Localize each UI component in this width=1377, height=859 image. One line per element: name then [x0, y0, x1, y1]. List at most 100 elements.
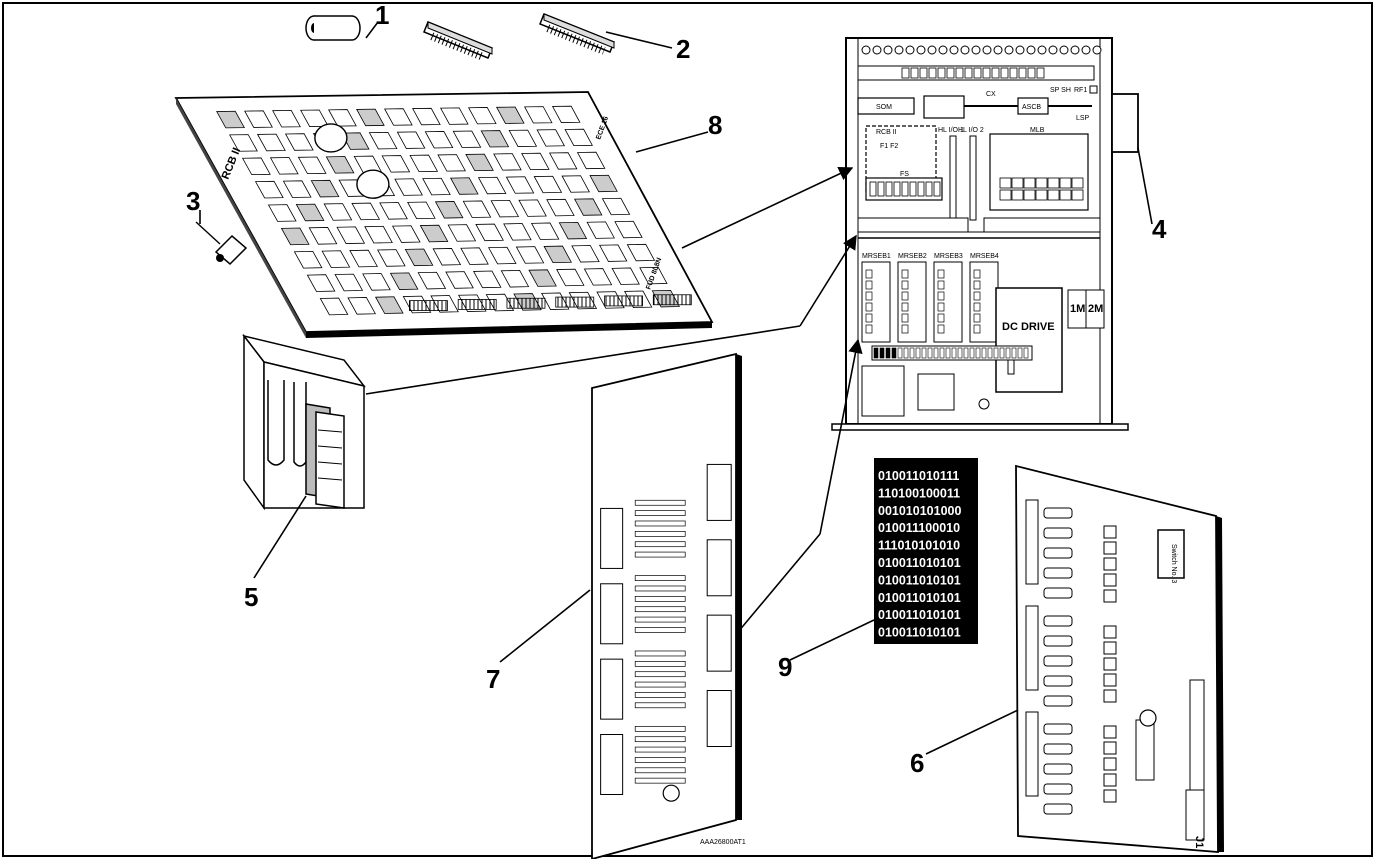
rcb-chip [412, 107, 441, 126]
ic-chip-1 [423, 21, 493, 61]
terminal-block [873, 347, 879, 359]
switch-lever [1043, 723, 1073, 735]
relay-component [634, 777, 686, 784]
mlb-cell [1071, 177, 1084, 189]
relay-terminal-block [706, 614, 732, 672]
callout-7: 7 [486, 664, 500, 694]
terminal-block [1000, 67, 1009, 79]
mlb-cell [1047, 189, 1060, 201]
rcb-chip [394, 178, 423, 196]
rcb-chip [571, 245, 600, 263]
terminal-block [1005, 347, 1011, 359]
rcb-chip [349, 249, 378, 268]
terminal-block [981, 347, 987, 359]
rcb-chip [310, 179, 340, 198]
switch-chip [1135, 719, 1155, 781]
relay-component [634, 530, 686, 537]
relay-component [634, 736, 686, 743]
relay [865, 324, 873, 334]
rcb-chip [334, 273, 364, 292]
relay-component [634, 746, 686, 753]
rcb-chip [368, 131, 398, 150]
fuse-cell [917, 181, 925, 197]
relay [865, 302, 873, 312]
callout-2: 2 [676, 34, 690, 64]
rcb-chip [523, 106, 553, 124]
lsp-label: LSP [1076, 115, 1090, 122]
terminal-block [973, 67, 982, 79]
box-hole [938, 45, 948, 55]
box-hole [861, 45, 871, 55]
rcb-chip [614, 220, 643, 239]
rcb-chip [439, 107, 469, 125]
rcb-chip [396, 131, 426, 149]
relay [901, 291, 909, 301]
relay-component [634, 499, 686, 506]
mrseb4-label: MRSEB4 [970, 253, 999, 260]
rcb-chip [422, 177, 451, 196]
switch-header [1025, 605, 1039, 691]
switch-header [1025, 711, 1039, 797]
fuse-cell [869, 181, 877, 197]
rcb-chip [407, 201, 436, 220]
rcb-chip [328, 109, 357, 127]
relay-component [634, 767, 686, 774]
rcb-chip [573, 198, 603, 216]
rcb-chip [362, 273, 391, 291]
terminal-block [1011, 347, 1017, 359]
rcb-chip [351, 202, 381, 221]
rcb-chip [589, 174, 618, 193]
box-hole [883, 45, 893, 55]
terminal-block [955, 67, 964, 79]
rcb-chip [272, 110, 301, 128]
relay [973, 302, 981, 312]
rcb-edge-connector [409, 300, 448, 311]
relay-component [634, 692, 686, 698]
fuse-cell [925, 181, 933, 197]
switch-lever [1043, 587, 1073, 599]
terminal-block [991, 67, 1000, 79]
rcb-chip [306, 274, 336, 292]
rcb-chip [254, 180, 284, 199]
relay [865, 291, 873, 301]
relay-component [634, 627, 686, 633]
relay-terminal-block [706, 463, 732, 521]
binary-row: 010011010101 [878, 573, 961, 587]
terminal-block [951, 347, 957, 359]
relay [973, 269, 981, 279]
rcb-chip [356, 108, 385, 127]
mlb-cell [1047, 177, 1060, 189]
switch-lever [1043, 743, 1073, 755]
switch-ic [1103, 673, 1117, 687]
fuse-cell [893, 181, 901, 197]
rcb-chip [417, 271, 447, 290]
relay [901, 269, 909, 279]
switch-header [1025, 499, 1039, 585]
rcb-chip [450, 177, 479, 195]
switch-ic [1103, 541, 1117, 555]
ascb-label: ASCB [1022, 104, 1041, 111]
ic-chip-2 [539, 13, 615, 55]
rcb-chip [404, 248, 434, 267]
som-label: SOM [876, 104, 892, 111]
binary-row: 110100100011 [878, 486, 960, 500]
mlb-cell [1023, 189, 1036, 201]
rcb-chip [586, 221, 615, 239]
box-hole [916, 45, 926, 55]
box-hole [1037, 45, 1047, 55]
relay-component [634, 660, 686, 667]
terminal-block [945, 347, 951, 359]
rcb-chip [472, 270, 502, 289]
switch-board: Switch No. 3 J1 [1015, 464, 1224, 853]
callout-8: 8 [708, 110, 722, 140]
rcb-chip [319, 297, 349, 316]
switch-ic [1103, 741, 1117, 755]
rcb-chip [244, 110, 273, 128]
terminal-block [879, 347, 885, 359]
rcb-chip [598, 244, 628, 262]
switch-ic [1103, 641, 1117, 655]
rcb-chip [293, 250, 323, 269]
switch-connector-j1 [1185, 789, 1205, 841]
switch-ic [1103, 773, 1117, 787]
